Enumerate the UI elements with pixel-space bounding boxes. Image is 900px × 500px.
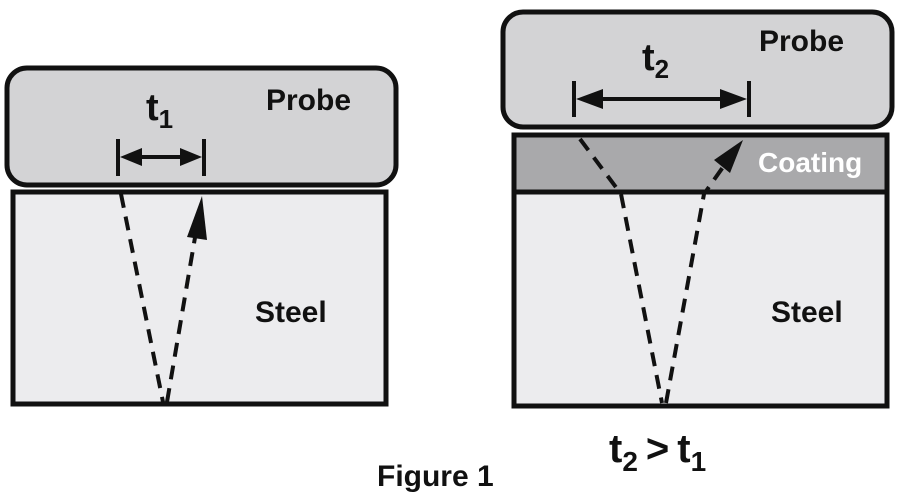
coating-label: Coating (758, 147, 862, 178)
t2-label: t2 (642, 37, 669, 84)
t1-arrowhead-left (120, 148, 142, 166)
coating-layer (511, 132, 890, 195)
right-steel-block (511, 189, 890, 409)
left-steel-label: Steel (255, 296, 327, 329)
right-panel: t2 Probe Coating Steel t2>t1 (500, 9, 895, 477)
left-probe (4, 65, 399, 188)
right-reflected-path (664, 158, 730, 404)
left-panel: t1 Probe Steel (4, 65, 399, 407)
left-probe-label: Probe (266, 84, 351, 117)
right-probe-label: Probe (759, 25, 844, 58)
right-steel-label: Steel (771, 296, 843, 329)
left-reflected-arrowhead (187, 196, 207, 240)
t2-arrowhead-left (576, 89, 603, 109)
relation-label: t2>t1 (609, 427, 706, 477)
right-reflected-arrowhead (714, 140, 743, 173)
t1-arrowhead-right (180, 148, 202, 166)
left-incident-path (119, 193, 165, 403)
left-reflected-path (165, 213, 201, 403)
right-incident-path (578, 137, 664, 404)
figure-caption: Figure 1 (377, 460, 494, 493)
t1-label: t1 (146, 87, 173, 134)
t2-arrowhead-right (720, 89, 747, 109)
